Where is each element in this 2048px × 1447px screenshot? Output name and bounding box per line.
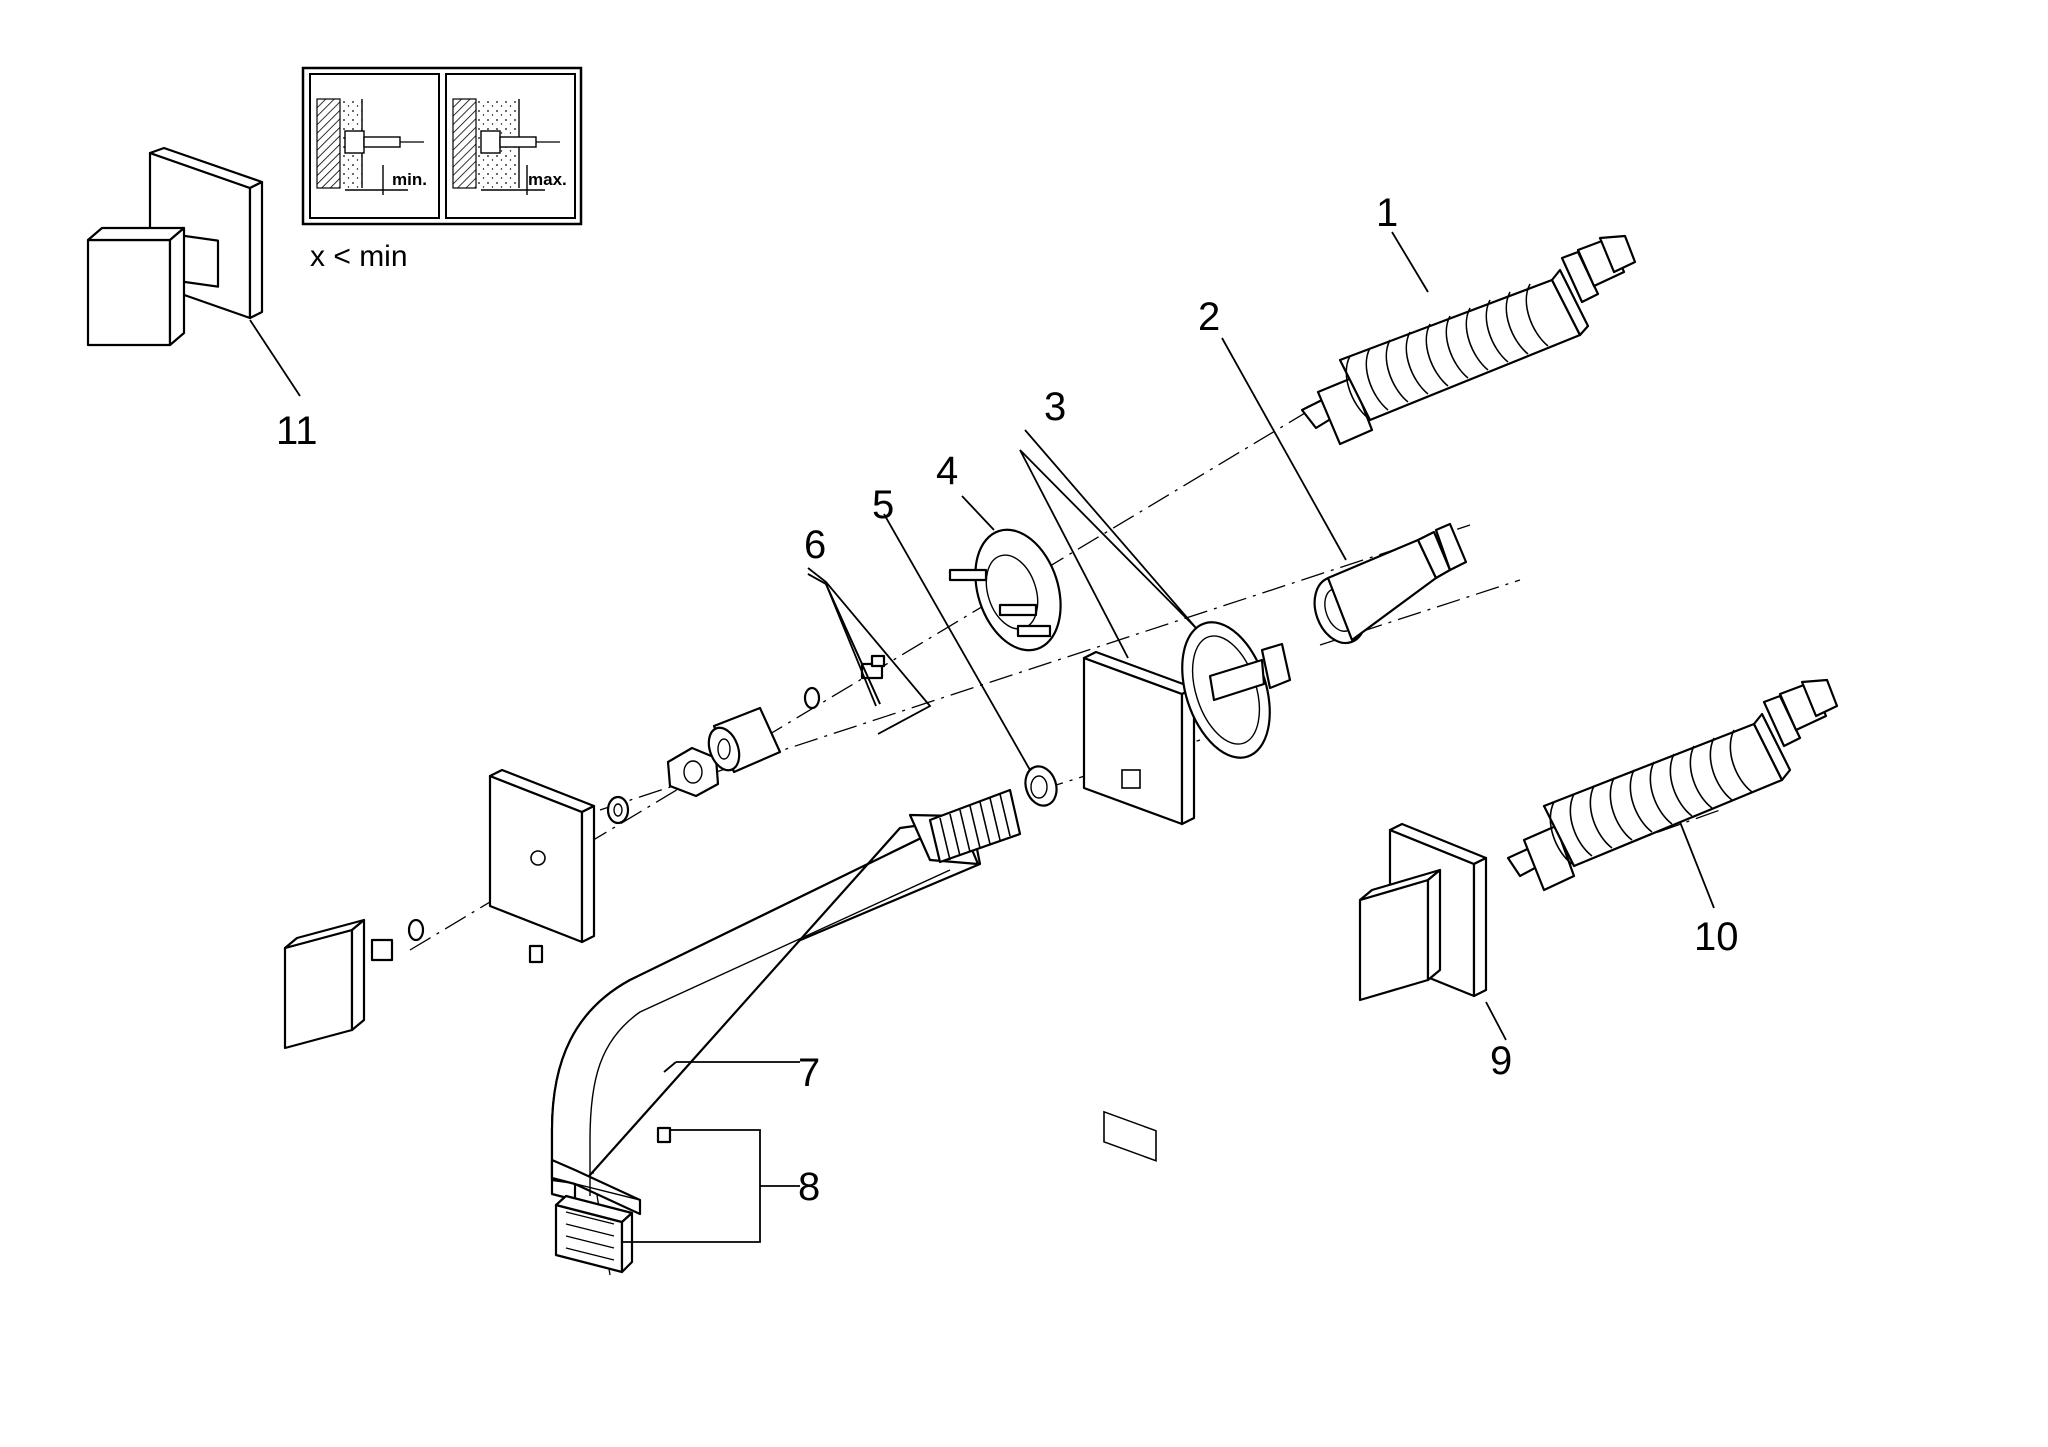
part-1-cartridge bbox=[1300, 234, 1637, 446]
wall-depth-min-icon: min. bbox=[309, 73, 440, 219]
part-4-flange bbox=[948, 528, 1062, 652]
callout-5: 5 bbox=[872, 483, 894, 527]
inset-min-label: min. bbox=[392, 170, 427, 189]
callout-8: 8 bbox=[798, 1165, 820, 1209]
callout-11: 11 bbox=[276, 409, 318, 453]
left-escutcheon-plate bbox=[488, 768, 596, 964]
wall-depth-max-icon: max. bbox=[445, 73, 576, 219]
part-10-cartridge bbox=[1506, 678, 1839, 892]
part-6-connection-kit bbox=[606, 654, 886, 825]
left-handle bbox=[283, 918, 425, 1050]
callout-4: 4 bbox=[936, 449, 958, 493]
callout-7: 7 bbox=[798, 1051, 820, 1095]
part-7-spout bbox=[550, 788, 1022, 1216]
part-5-seal-ring bbox=[1024, 765, 1058, 807]
callout-2: 2 bbox=[1198, 295, 1220, 339]
callout-numbers: 1 2 3 4 5 6 7 8 9 10 11 bbox=[276, 191, 1739, 1209]
callout-10: 10 bbox=[1694, 915, 1739, 959]
part-8-aerator bbox=[554, 1126, 672, 1274]
part-9-handle-rosette bbox=[1358, 822, 1488, 1002]
callout-1: 1 bbox=[1376, 191, 1398, 235]
inset-max-label: max. bbox=[528, 170, 567, 189]
part-3-mounting-assembly bbox=[1082, 621, 1292, 1162]
callout-9: 9 bbox=[1490, 1039, 1512, 1083]
part-11-handle-rosette bbox=[86, 146, 264, 347]
callout-3: 3 bbox=[1044, 385, 1066, 429]
inset-caption: x < min bbox=[310, 240, 408, 273]
part-2-extension bbox=[1313, 522, 1468, 645]
callout-6: 6 bbox=[804, 523, 826, 567]
leader-lines bbox=[249, 231, 1715, 1243]
installation-depth-inset: min. max. x < min bbox=[301, 66, 583, 273]
